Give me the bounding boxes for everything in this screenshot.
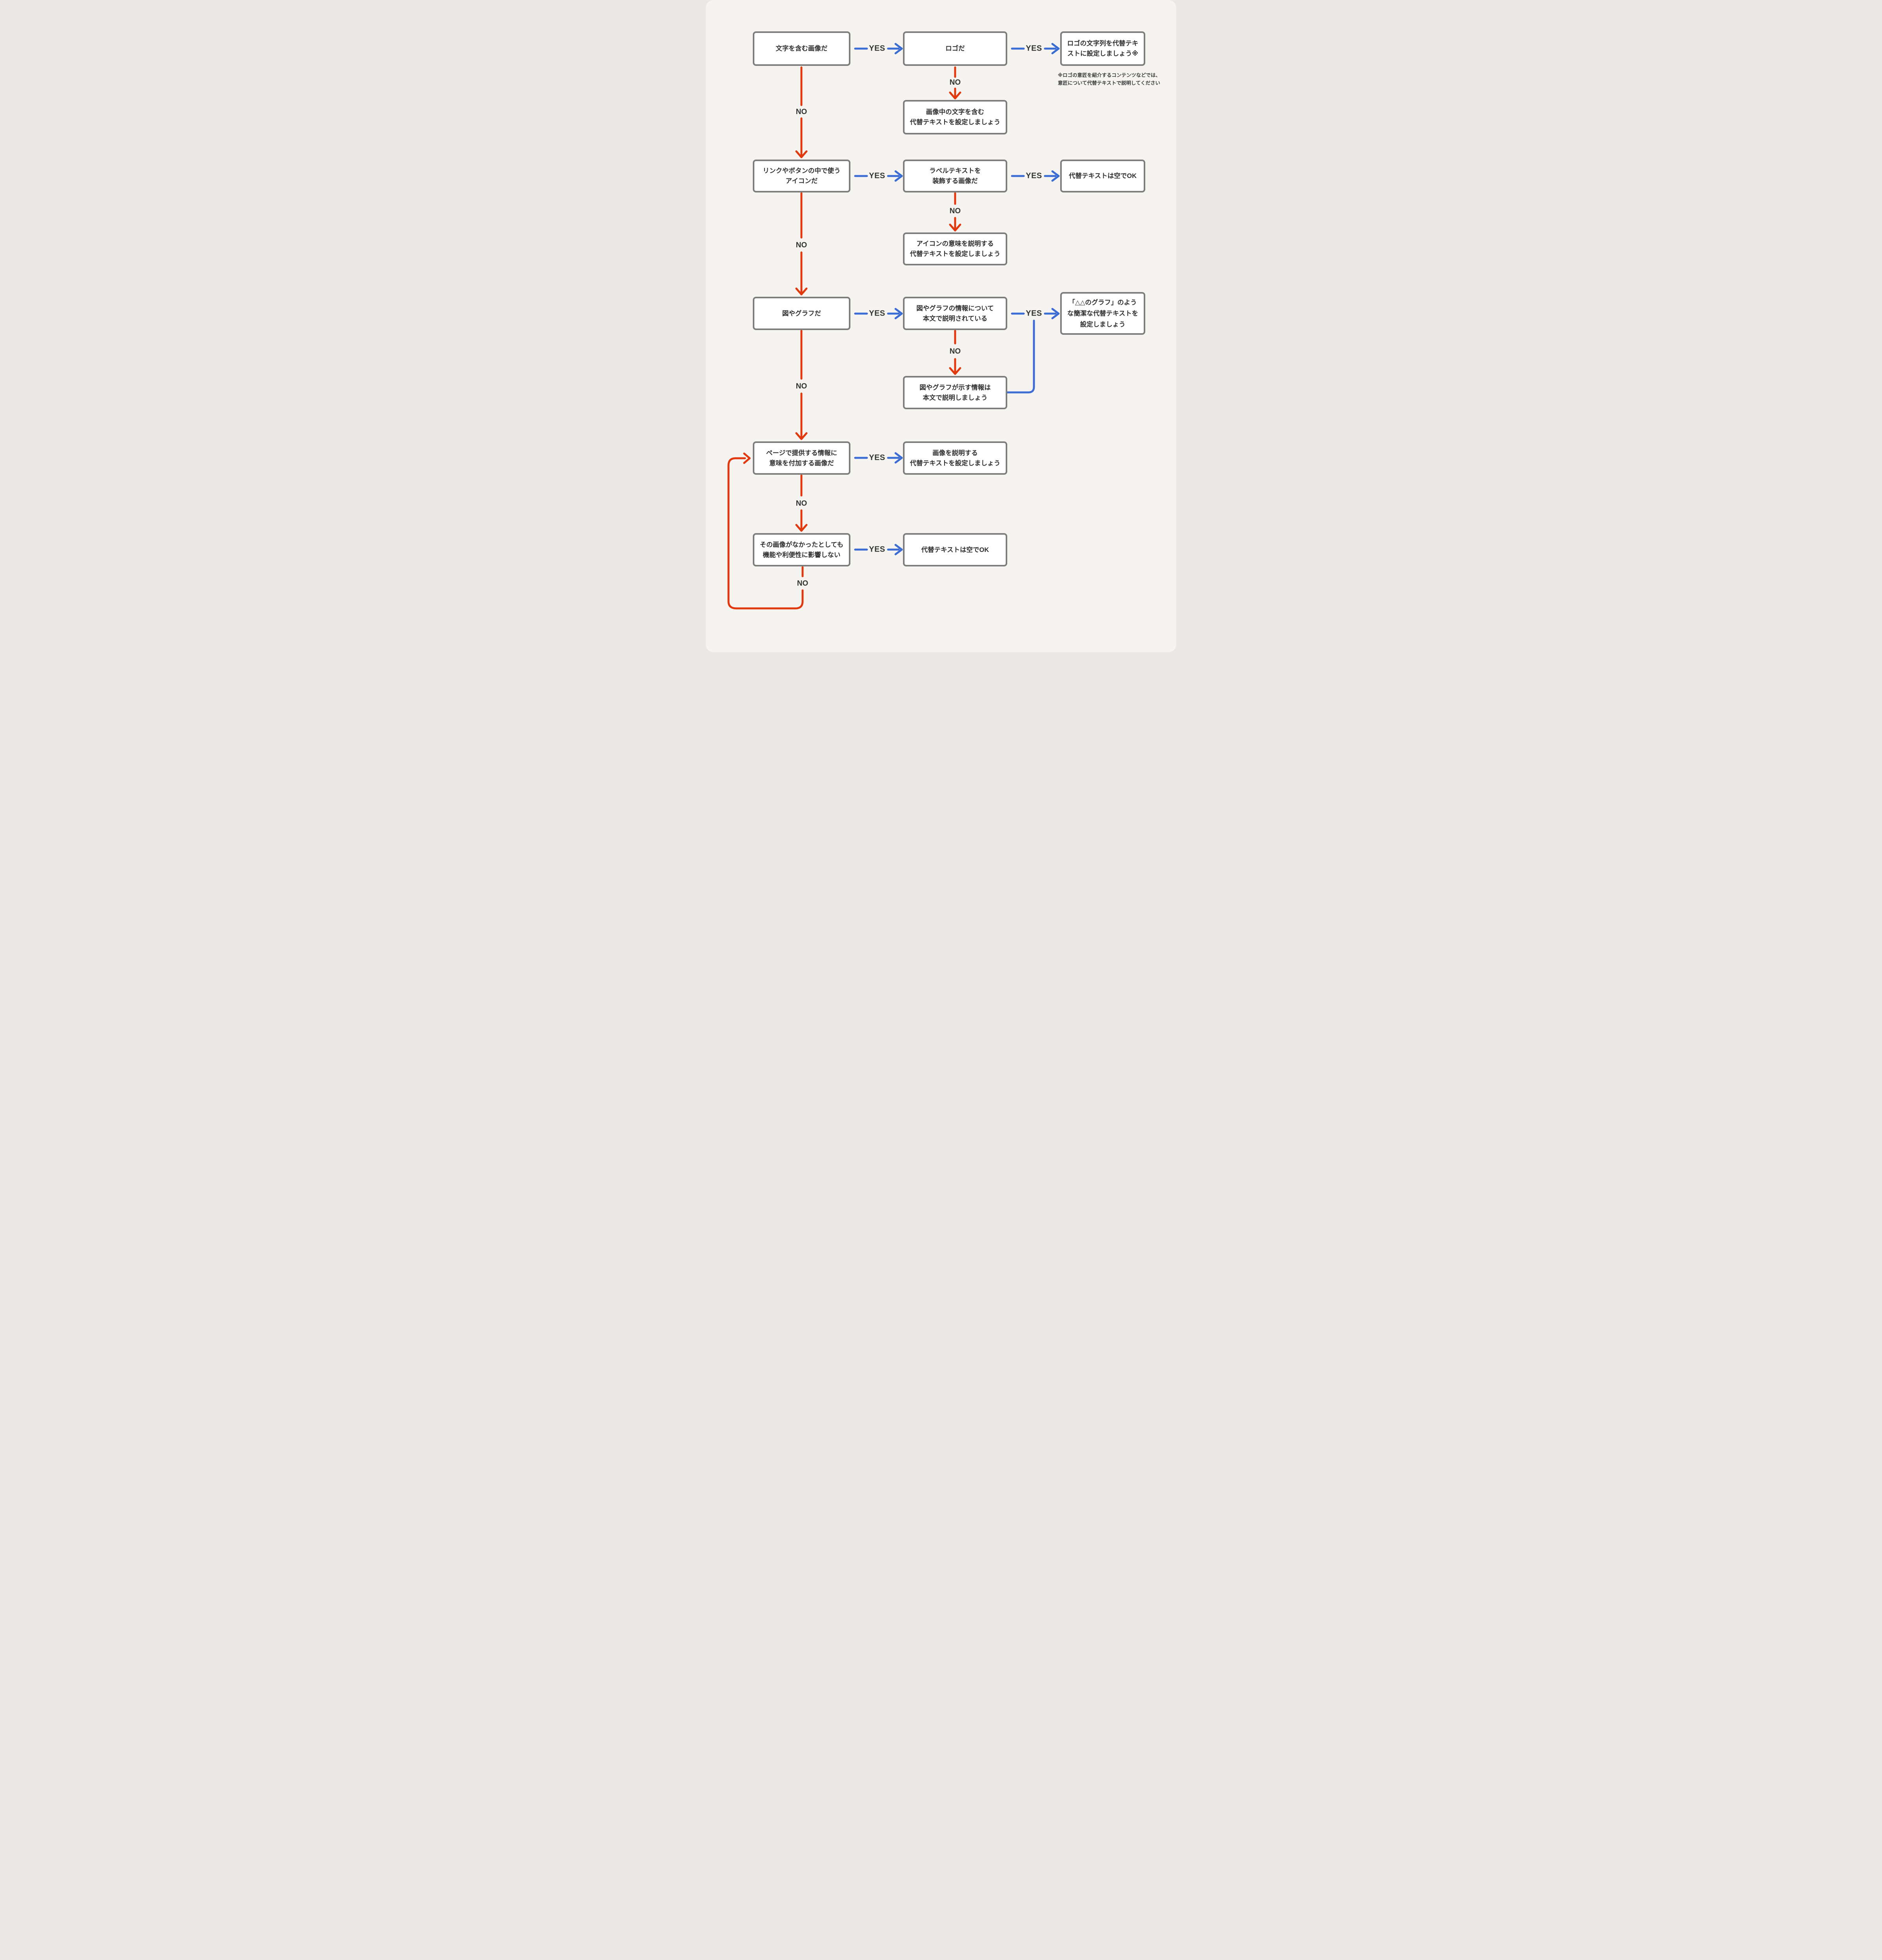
node-line: 図やグラフの情報について [916, 305, 994, 312]
no-label-logo: NO [949, 78, 961, 87]
node-line: その画像がなかったとしても [759, 541, 844, 548]
node-no-impact-question: その画像がなかったとしても 機能や利便性に影響しない [753, 533, 850, 566]
node-icon-meaning-answer: アイコンの意味を説明する 代替テキストを設定しましょう [903, 232, 1007, 265]
yes-label-logo-logoalt: YES [1026, 44, 1042, 53]
node-explain-in-text-answer: 図やグラフが示す情報は 本文で説明しましょう [903, 376, 1007, 409]
connector-yes-decorate-emptyalt1 [1011, 170, 1060, 182]
node-line: 意味を付加する画像だ [769, 459, 834, 467]
node-concise-alt-answer: 「△△のグラフ」のよう な簡潔な代替テキストを 設定しましょう [1060, 292, 1145, 335]
yes-label-figure-explained: YES [869, 309, 885, 318]
yes-label-noimpact-emptyalt2: YES [869, 545, 885, 554]
connector-no-textimage-icon [795, 66, 808, 158]
yes-label-meaningful-describe: YES [869, 453, 885, 462]
connector-no-meaningful-noimpact [795, 474, 808, 532]
node-line: ロゴだ [945, 45, 965, 52]
node-line: ストに設定しましょう※ [1067, 50, 1139, 57]
connector-no-decorate-iconmeaning [949, 192, 961, 232]
flow-connectors [727, 43, 1060, 610]
connector-yes-explained-concisealt [1011, 308, 1060, 319]
node-line: 代替テキストは空でOK [1069, 172, 1137, 180]
connector-no-figure-meaningful [795, 330, 808, 440]
connector-yes-noimpact-emptyalt2 [854, 544, 903, 555]
connector-yes-meaningful-describe [854, 452, 903, 464]
footnote-line: ※ロゴの意匠を紹介するコンテンツなどでは、 [1058, 73, 1161, 78]
node-empty-alt-answer-1: 代替テキストは空でOK [1060, 160, 1145, 192]
node-line: ラベルテキストを [929, 167, 981, 174]
yes-label-icon-decorate: YES [869, 171, 885, 180]
yes-label-decorate-emptyalt1: YES [1026, 171, 1042, 180]
footnote-line: 意匠について代替テキストで説明してください [1058, 80, 1161, 86]
node-line: ページで提供する情報に [766, 449, 837, 457]
node-decorate-label-question: ラベルテキストを 装飾する画像だ [903, 160, 1007, 192]
connector-no-loopback [727, 452, 804, 610]
node-line: ロゴの文字列を代替テキ [1067, 40, 1139, 47]
connector-yes-icon-decorate [854, 170, 903, 182]
node-line: 設定しましょう [1080, 321, 1126, 328]
node-line: 装飾する画像だ [932, 178, 978, 185]
node-line: 画像を説明する [932, 449, 978, 457]
no-label-loopback: NO [797, 579, 808, 588]
node-line: 本文で説明しましょう [923, 394, 988, 401]
node-line: な簡潔な代替テキストを [1067, 310, 1138, 317]
no-label-explained: NO [949, 347, 961, 356]
connector-join-explainintext-yes [1006, 319, 1035, 394]
node-line: 図やグラフだ [782, 310, 821, 317]
no-label-textimage: NO [796, 108, 807, 116]
yes-label-explained-concisealt: YES [1026, 309, 1042, 318]
node-line: 機能や利便性に影響しない [763, 551, 841, 559]
connector-yes-textimage-logo [854, 43, 903, 54]
connector-no-logo-textinimage [949, 66, 961, 100]
node-line: 代替テキストを設定しましょう [910, 250, 1001, 258]
connector-yes-figure-explained [854, 308, 903, 319]
node-text-in-image-answer: 画像中の文字を含む 代替テキストを設定しましょう [903, 100, 1007, 134]
node-line: 画像中の文字を含む [926, 109, 985, 116]
node-line: 代替テキストは空でOK [921, 546, 989, 554]
node-figure-question: 図やグラフだ [753, 297, 850, 330]
node-line: アイコンの意味を説明する [916, 240, 994, 247]
node-line: 代替テキストを設定しましょう [910, 459, 1001, 467]
node-figure-explained-question: 図やグラフの情報について 本文で説明されている [903, 297, 1007, 330]
node-text-image-question: 文字を含む画像だ [753, 31, 850, 66]
no-label-icon: NO [796, 241, 807, 249]
connector-yes-logo-logoalt [1011, 43, 1060, 54]
node-line: 「△△のグラフ」のよう [1068, 299, 1137, 306]
node-line: 本文で説明されている [923, 315, 988, 322]
node-logo-question: ロゴだ [903, 31, 1007, 66]
no-label-figure: NO [796, 382, 807, 390]
node-line: リンクやボタンの中で使う [763, 167, 841, 174]
connector-no-explained-explainintext [949, 330, 961, 375]
node-meaningful-image-question: ページで提供する情報に 意味を付加する画像だ [753, 441, 850, 475]
node-line: 図やグラフが示す情報は [919, 384, 991, 391]
node-icon-in-link-question: リンクやボタンの中で使う アイコンだ [753, 160, 850, 192]
node-line: アイコンだ [785, 178, 818, 185]
node-line: 代替テキストを設定しましょう [910, 119, 1001, 126]
node-empty-alt-answer-2: 代替テキストは空でOK [903, 533, 1007, 566]
flowchart-alt-text-decision: 文字を含む画像だ ロゴだ ロゴの文字列を代替テキ ストに設定しましょう※ ※ロゴ… [706, 0, 1176, 652]
node-line: 文字を含む画像だ [776, 45, 828, 52]
yes-label-textimage-logo: YES [869, 44, 885, 53]
connector-no-icon-figure [795, 192, 808, 296]
no-label-meaningful: NO [796, 499, 807, 508]
logo-footnote: ※ロゴの意匠を紹介するコンテンツなどでは、 意匠について代替テキストで説明してく… [1058, 71, 1172, 87]
node-describe-image-answer: 画像を説明する 代替テキストを設定しましょう [903, 441, 1007, 475]
no-label-decorate: NO [949, 207, 961, 215]
node-logo-alt-answer: ロゴの文字列を代替テキ ストに設定しましょう※ [1060, 31, 1145, 66]
